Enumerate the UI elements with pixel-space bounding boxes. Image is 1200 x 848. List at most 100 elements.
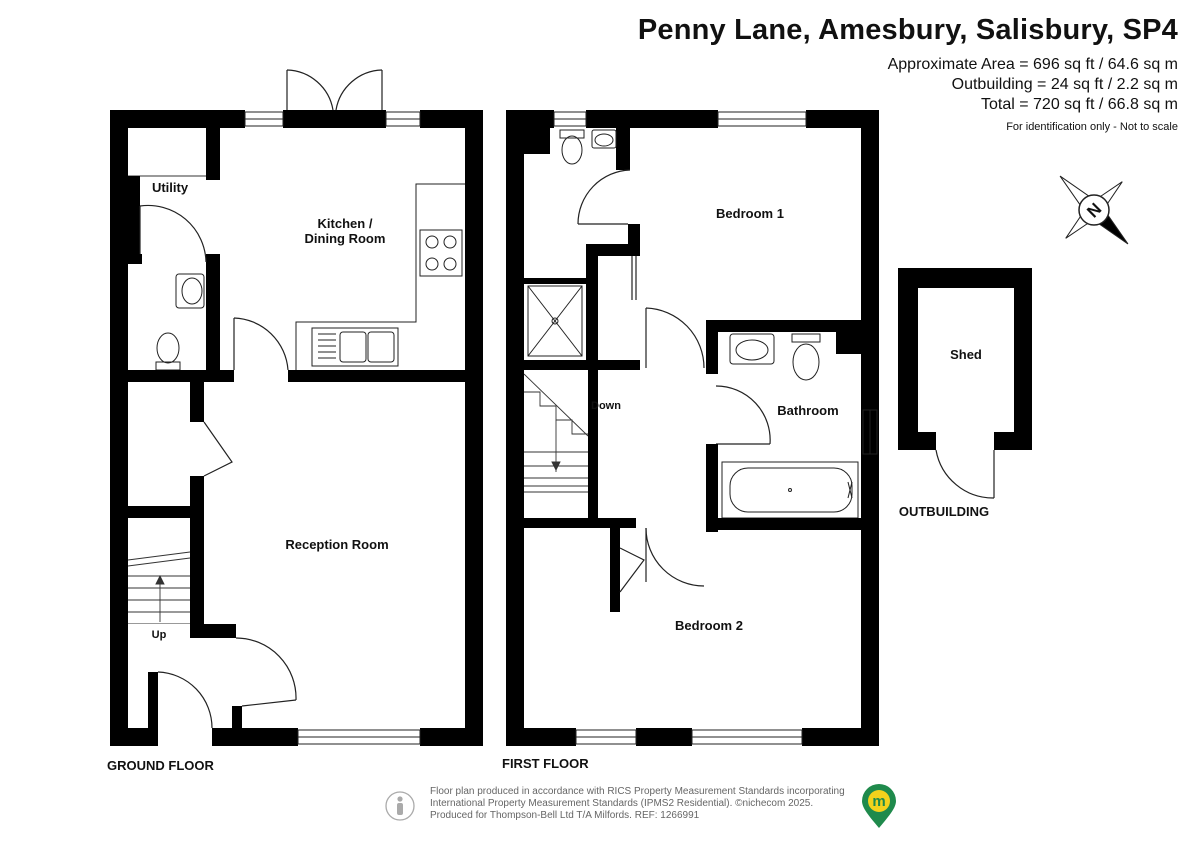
wall: [465, 110, 483, 746]
wall: [898, 268, 918, 450]
milfords-logo-icon: m: [862, 784, 896, 828]
toilet-icon: [791, 333, 821, 381]
staircase: [523, 373, 589, 493]
wall: [586, 110, 718, 128]
ground-floor-plan: Utility Kitchen / Dining Room Reception …: [107, 69, 483, 773]
room-label-bathroom: Bathroom: [777, 403, 838, 418]
wall: [806, 110, 879, 128]
wall: [506, 728, 576, 746]
wall: [232, 706, 242, 746]
french-door: [286, 69, 383, 111]
wall: [706, 320, 718, 374]
bath-icon: [721, 461, 859, 519]
logo-letter: m: [872, 793, 885, 810]
wall: [706, 444, 718, 532]
door-swing: [645, 307, 705, 369]
ipms-person-icon: [385, 791, 415, 821]
wall: [110, 110, 128, 746]
wall: [898, 268, 1032, 288]
room-label-shed: Shed: [950, 347, 982, 362]
basin-icon: [175, 273, 205, 309]
footer-disclaimer: Floor plan produced in accordance with R…: [430, 786, 845, 822]
wall: [283, 110, 386, 128]
wall: [994, 432, 1032, 450]
door-swing: [935, 449, 995, 499]
door-swing: [233, 317, 289, 371]
wall: [190, 382, 204, 422]
scale-note: For identification only - Not to scale: [1006, 121, 1178, 133]
wall: [206, 128, 220, 180]
wall: [628, 224, 640, 244]
wall: [148, 672, 158, 746]
staircase: [127, 551, 191, 625]
room-label-bedroom1: Bedroom 1: [716, 206, 784, 221]
north-compass-icon: N: [1059, 175, 1129, 245]
window: [553, 111, 878, 745]
floor-label-outbuilding: OUTBUILDING: [899, 504, 989, 519]
stairs-up-label: Up: [152, 629, 167, 641]
wall: [524, 360, 640, 370]
wall: [110, 370, 234, 382]
wall: [524, 518, 636, 528]
door-swing: [645, 527, 705, 587]
wall: [836, 332, 861, 354]
room-label-dining: Dining Room: [305, 231, 386, 246]
wall: [616, 128, 630, 170]
room-label-reception: Reception Room: [285, 537, 388, 552]
door-swing: [235, 637, 297, 701]
wall: [586, 244, 640, 256]
wall: [586, 244, 598, 370]
wall: [706, 320, 879, 332]
wall: [718, 518, 879, 530]
shower-tray: [527, 285, 583, 357]
total-area: Total = 720 sq ft / 66.8 sq m: [981, 96, 1178, 113]
approximate-area: Approximate Area = 696 sq ft / 64.6 sq m: [887, 56, 1178, 73]
wall: [524, 128, 550, 154]
footer-line-2: International Property Measurement Stand…: [430, 798, 814, 809]
kitchen-worktop: [295, 183, 465, 370]
wall: [206, 254, 220, 380]
toilet-icon: [155, 332, 181, 371]
footer-line-1: Floor plan produced in accordance with R…: [430, 786, 845, 797]
door-swing: [577, 169, 631, 225]
footer-line-3: Produced for Thompson-Bell Ltd T/A Milfo…: [430, 810, 700, 821]
door-swing: [619, 547, 645, 593]
wall: [506, 110, 554, 128]
wall: [506, 110, 524, 746]
outbuilding-area: Outbuilding = 24 sq ft / 2.2 sq m: [951, 76, 1178, 93]
wall: [610, 528, 620, 612]
wall: [190, 476, 204, 624]
door-swing: [157, 671, 213, 729]
wall: [1014, 268, 1032, 450]
wall: [802, 728, 879, 746]
wall: [524, 278, 588, 284]
basin-icon: [729, 333, 775, 365]
wall: [128, 254, 142, 264]
room-label-utility: Utility: [152, 180, 189, 195]
door-swing: [203, 421, 233, 477]
wall: [420, 728, 483, 746]
outbuilding-plan: Shed OUTBUILDING: [898, 268, 1032, 519]
room-label-kitchen: Kitchen /: [318, 216, 373, 231]
wall: [288, 370, 483, 382]
door-swing: [139, 204, 207, 263]
floor-label-ground: GROUND FLOOR: [107, 758, 214, 773]
wall: [128, 506, 196, 518]
toilet-icon: [559, 129, 585, 165]
wall: [636, 728, 692, 746]
wall: [190, 624, 236, 638]
door-swing: [715, 385, 771, 445]
floor-label-first: FIRST FLOOR: [502, 756, 589, 771]
stairs-down-label: Down: [591, 400, 621, 412]
window: [244, 111, 421, 745]
wall: [128, 176, 140, 256]
room-label-bedroom2: Bedroom 2: [675, 618, 743, 633]
wall: [212, 728, 298, 746]
wall: [588, 370, 598, 518]
wall: [110, 110, 245, 128]
first-floor-plan: Bedroom 1 Bathroom Bedroom 2 Down FIRST …: [502, 110, 879, 771]
wall: [110, 728, 150, 746]
wall: [420, 110, 483, 128]
wall: [898, 432, 936, 450]
